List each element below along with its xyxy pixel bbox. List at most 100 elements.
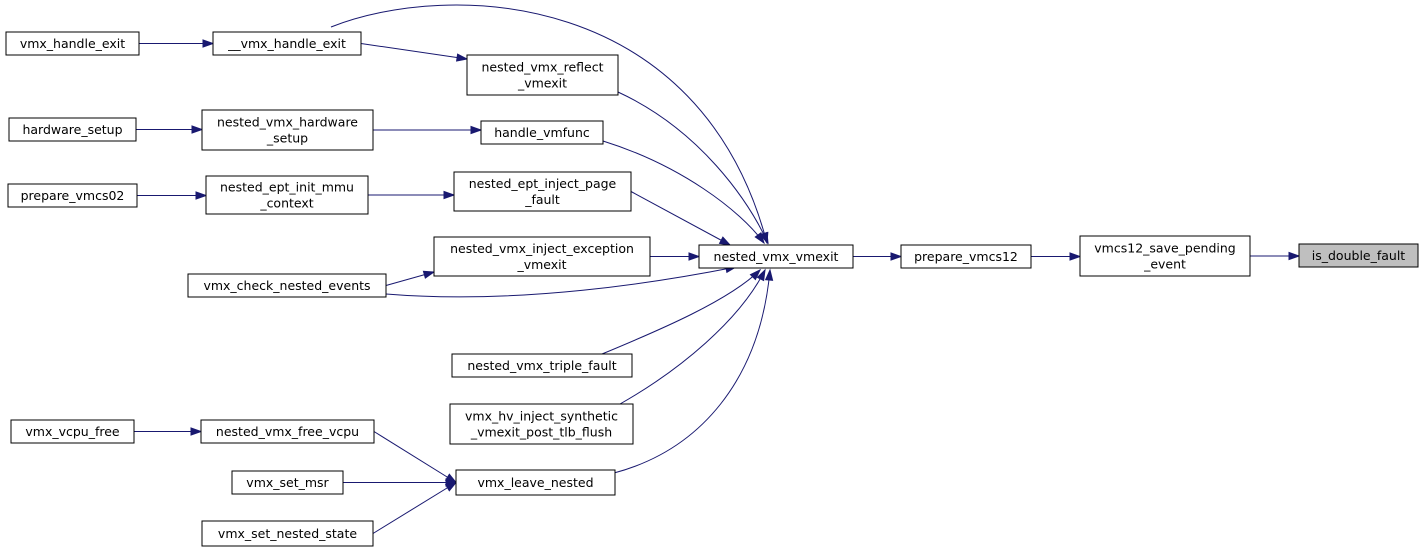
node-vmx-set-nested-state[interactable]: vmx_set_nested_state — [201, 520, 374, 547]
node-label: hardware_setup — [22, 122, 122, 137]
node-label: vmx_handle_exit — [20, 36, 125, 51]
node-label: __vmx_handle_exit — [227, 36, 346, 51]
arrow-head-icon — [443, 190, 456, 200]
node-label: vmcs12_save_pending — [1094, 241, 1235, 256]
node-box — [900, 244, 1032, 269]
edge-nested_vmx_reflect_vmexit-to-nested_vmx_vmexit — [617, 91, 769, 245]
edge-nested_vmx_free_vcpu-to-vmx_leave_nested — [373, 431, 458, 484]
node-box — [480, 120, 604, 145]
node-label: vmx_check_nested_events — [203, 278, 370, 293]
arrow-head-icon — [759, 231, 769, 245]
edge-vmx_vcpu_free-to-nested_vmx_free_vcpu — [134, 427, 203, 436]
node-box — [698, 244, 854, 269]
node-vmx-handle-exit[interactable]: vmx_handle_exit — [5, 31, 140, 56]
node-label: vmx_hv_inject_synthetic — [465, 409, 618, 424]
edge-vmx_hv_inject_synthetic_vmexit_post_tlb_flush-to-nested_vmx_vmexit — [619, 268, 766, 405]
arrow-head-icon — [1288, 251, 1301, 261]
edge-line — [613, 269, 771, 474]
edge-vmx_set_nested_state-to-vmx_leave_nested — [372, 481, 458, 534]
node-label: nested_ept_inject_page — [469, 176, 617, 191]
edge-line — [617, 91, 769, 244]
arrow-head-icon — [890, 252, 903, 261]
node-vmx-hv-inject-synthetic-vmexit-post-tlb-flush[interactable]: vmx_hv_inject_synthetic_vmexit_post_tlb_… — [449, 403, 634, 445]
node-box — [8, 117, 137, 142]
arrow-head-icon — [190, 427, 203, 436]
edge-line — [372, 482, 457, 534]
arrow-head-icon — [444, 481, 458, 492]
edge-vmx_leave_nested-to-nested_vmx_vmexit — [613, 268, 774, 474]
edge-line — [360, 43, 468, 60]
node-vmx-handle-exit[interactable]: __vmx_handle_exit — [212, 31, 362, 56]
node-box — [187, 273, 387, 298]
edge-nested_ept_inject_page_fault-to-nested_vmx_vmexit — [630, 191, 732, 246]
node-nested-ept-inject-page-fault[interactable]: nested_ept_inject_page_fault — [453, 171, 632, 212]
node-handle-vmfunc[interactable]: handle_vmfunc — [480, 120, 604, 145]
node-nested-vmx-inject-exception-vmexit[interactable]: nested_vmx_inject_exception_vmexit — [433, 236, 651, 277]
node-label: nested_ept_init_mmu — [220, 180, 354, 195]
nodes-layer: vmx_handle_exit __vmx_handle_exit nested_v… — [5, 31, 1419, 547]
edge-vmcs12_save_pending_event-to-is_double_fault — [1250, 251, 1301, 261]
node-prepare-vmcs02[interactable]: prepare_vmcs02 — [7, 183, 138, 208]
edge-hardware_setup-to-nested_vmx_hardware_setup — [136, 125, 204, 134]
edge-__vmx_handle_exit-to-nested_vmx_reflect_vmexit — [360, 43, 469, 62]
arrow-head-icon — [195, 191, 208, 200]
node-label: _event — [1143, 257, 1186, 272]
node-box — [455, 469, 616, 496]
edge-nested_vmx_triple_fault-to-nested_vmx_vmexit — [601, 268, 762, 355]
arrow-head-icon — [456, 53, 469, 62]
node-hardware-setup[interactable]: hardware_setup — [8, 117, 137, 142]
arrow-head-icon — [470, 125, 483, 135]
edge-line — [385, 266, 737, 298]
node-box — [10, 419, 135, 444]
node-label: vmx_leave_nested — [477, 475, 593, 490]
arrow-head-icon — [1069, 252, 1082, 261]
edges-layer — [134, 4, 1301, 534]
node-box — [201, 109, 374, 151]
edge-nested_vmx_hardware_setup-to-handle_vmfunc — [373, 125, 483, 135]
edge-line — [373, 431, 457, 483]
node-label: _vmexit — [516, 257, 566, 272]
node-box — [1079, 235, 1251, 277]
node-nested-ept-init-mmu-context[interactable]: nested_ept_init_mmu_context — [205, 175, 369, 215]
node-box — [433, 236, 651, 277]
arrow-head-icon — [202, 39, 215, 48]
arrow-head-icon — [754, 232, 765, 245]
edge-line — [601, 269, 761, 355]
arrow-head-icon — [749, 268, 762, 281]
node-vmx-vcpu-free[interactable]: vmx_vcpu_free — [10, 419, 135, 444]
edge-line — [619, 269, 766, 405]
arrow-head-icon — [764, 268, 774, 281]
node-nested-vmx-vmexit[interactable]: nested_vmx_vmexit — [698, 244, 854, 269]
edge-vmx_handle_exit-to-__vmx_handle_exit — [139, 39, 215, 48]
arrow-head-icon — [718, 236, 732, 246]
node-label: prepare_vmcs02 — [21, 188, 125, 203]
node-label: _vmexit_post_tlb_flush — [470, 425, 612, 440]
node-label: vmx_set_nested_state — [218, 526, 357, 541]
node-box — [201, 520, 374, 547]
node-label: nested_vmx_free_vcpu — [216, 424, 359, 439]
node-box — [453, 171, 632, 212]
edge-line — [602, 140, 765, 244]
node-vmx-set-msr[interactable]: vmx_set_msr — [231, 470, 344, 495]
node-box — [1298, 243, 1419, 268]
node-vmx-leave-nested[interactable]: vmx_leave_nested — [455, 469, 616, 496]
node-nested-vmx-reflect-vmexit[interactable]: nested_vmx_reflect_vmexit — [466, 54, 619, 96]
node-label: _context — [259, 196, 313, 211]
node-label: prepare_vmcs12 — [914, 249, 1018, 264]
node-vmx-check-nested-events[interactable]: vmx_check_nested_events — [187, 273, 387, 298]
node-prepare-vmcs12[interactable]: prepare_vmcs12 — [900, 244, 1032, 269]
node-box — [7, 183, 138, 208]
edge-line — [330, 4, 768, 244]
node-nested-vmx-hardware-setup[interactable]: nested_vmx_hardware_setup — [201, 109, 374, 151]
node-label: vmx_set_msr — [246, 475, 329, 490]
edge-prepare_vmcs12-to-vmcs12_save_pending_event — [1031, 252, 1082, 261]
edge-nested_vmx_vmexit-to-prepare_vmcs12 — [853, 252, 903, 261]
node-nested-vmx-triple-fault[interactable]: nested_vmx_triple_fault — [451, 353, 633, 378]
node-box — [5, 31, 140, 56]
arrow-head-icon — [191, 125, 204, 134]
node-nested-vmx-free-vcpu[interactable]: nested_vmx_free_vcpu — [200, 419, 375, 444]
node-vmcs12-save-pending-event[interactable]: vmcs12_save_pending_event — [1079, 235, 1251, 277]
edge-nested_vmx_inject_exception_vmexit-to-nested_vmx_vmexit — [650, 252, 701, 261]
node-box — [212, 31, 362, 56]
